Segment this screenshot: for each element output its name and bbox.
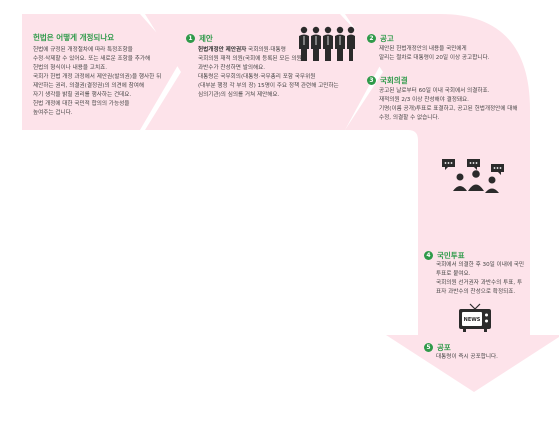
step-line: 기명(이름 공개)투표로 표결하고, 공고된 헌법개정안에 대해 (379, 106, 518, 112)
step-title: 국회의결 (380, 76, 408, 85)
step-title: 공고 (380, 34, 394, 43)
intro-line: 자기 생각을 밝힐 권리를 행사하는 건데요. (33, 92, 132, 98)
step-line: 재적의원 2/3 이상 찬성해야 결정돼요. (379, 97, 469, 103)
step-1-header: 1 제안 (186, 33, 213, 44)
step-3-text: 공고된 날로부터 60일 이내 국회에서 의결하죠. 재적의원 2/3 이상 찬… (379, 87, 518, 123)
step-number: 4 (424, 251, 433, 260)
step-number: 1 (186, 34, 195, 43)
step-2-text: 제안된 헌법개정안의 내용을 국민에게 알리는 절차로 대통령이 20일 이상 … (379, 45, 489, 63)
step-line: 알리는 절차로 대통령이 20일 이상 공고합니다. (379, 55, 490, 61)
intro-line: 헌법 개정에 대한 국민적 합의의 가능성을 (33, 101, 130, 107)
intro-line: 제안하는 권리, 의결권(결정권)의 의견에 참여해 (33, 83, 145, 89)
step-1-lead-rest: 국회의원·대통령 (246, 47, 286, 53)
step-line: 제안된 헌법개정안의 내용을 국민에게 (379, 46, 467, 52)
step-line: 국회의원 선거권자 과반수의 투표, 투 (436, 280, 523, 286)
step-number: 3 (367, 76, 376, 85)
intro-title: 헌법은 어떻게 개정되나요 (33, 33, 115, 42)
intro-line: 수정·삭제할 수 있어요. 또는 새로운 조항을 추가해 (33, 56, 151, 62)
intro-line: 헌법에 규정된 개정절차에 따라 특정조항을 (33, 47, 133, 53)
step-title: 공포 (437, 343, 451, 352)
tv-label: NEWS (464, 317, 481, 323)
step-line: 과반수가 찬성하면 발의해요. (198, 65, 266, 71)
step-number: 5 (424, 343, 433, 352)
arrow-body (22, 14, 383, 130)
step-line: 수정, 의결할 수 없습니다. (379, 115, 440, 121)
intro-line: 국회가 헌법 개정 과정에서 제안권(발의권)을 행사한 뒤 (33, 74, 162, 80)
step-title: 국민투표 (437, 251, 465, 260)
step-line: 대통령이 즉시 공포합니다. (436, 354, 498, 360)
intro-line: 헌법의 형식이나 내용을 고치죠. (33, 65, 108, 71)
tv-news-icon: NEWS (459, 303, 491, 332)
step-5-header: 5 공포 (424, 342, 451, 353)
step-line: 표자 과반수의 찬성으로 확정되죠. (436, 289, 516, 295)
step-number: 2 (367, 34, 376, 43)
step-line: (대부분 행정 각 부의 장) 15명이 주요 정책 관련해 고민하는 (198, 83, 339, 89)
step-line: 국회에서 의결한 후 30일 이내에 국민 (436, 262, 525, 268)
step-line: 대통령은 국무회의(대통령·국무총리 포함 국무위원 (198, 74, 316, 80)
step-2-header: 2 공고 (367, 33, 394, 44)
step-1-text: 헌법개정안 제안권자 국회의원·대통령 국회의원 재적 의원(국회에 등록된 모… (198, 46, 339, 100)
intro-text: 헌법에 규정된 개정절차에 따라 특정조항을 수정·삭제할 수 있어요. 또는 … (33, 46, 161, 118)
step-title: 제안 (199, 34, 213, 43)
intro-line: 높여주는 겁니다. (33, 110, 73, 116)
step-3-header: 3 국회의결 (367, 75, 408, 86)
people-group-icon (299, 26, 355, 61)
step-line: 투표로 붙여요. (436, 271, 471, 277)
step-line: 공고된 날로부터 60일 이내 국회에서 의결하죠. (379, 88, 490, 94)
step-line: 심의기관)의 심의를 거쳐 제안해요. (198, 92, 280, 98)
step-1-lead-bold: 헌법개정안 제안권자 (198, 47, 247, 53)
step-1-lead: 헌법개정안 제안권자 국회의원·대통령 (198, 46, 339, 55)
step-4-text: 국회에서 의결한 후 30일 이내에 국민 투표로 붙여요. 국회의원 선거권자… (436, 261, 524, 297)
step-line: 국회의원 재적 의원(국회에 등록된 모든 의원) (198, 56, 304, 62)
discussion-icon (442, 159, 504, 193)
arrow-main-band (345, 14, 559, 392)
step-4-header: 4 국민투표 (424, 250, 465, 261)
step-5-text: 대통령이 즉시 공포합니다. (436, 353, 498, 362)
